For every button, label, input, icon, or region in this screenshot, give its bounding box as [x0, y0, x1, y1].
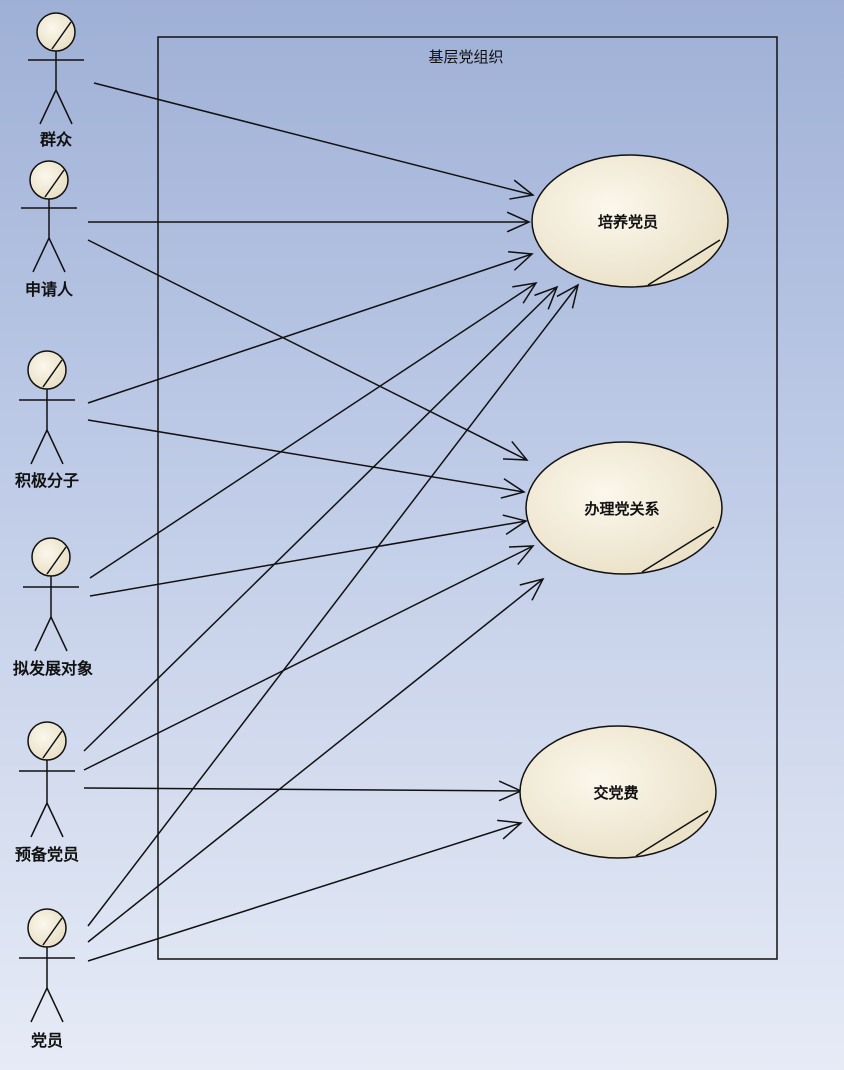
actor-head-icon — [27, 721, 67, 761]
arrowhead-icon — [506, 211, 531, 233]
association-yubei-peiyang — [83, 285, 559, 752]
arrowhead-icon — [519, 577, 545, 601]
usecase-banli[interactable]: 办理党关系 — [525, 441, 723, 575]
actor-head-icon — [29, 160, 69, 200]
arrowhead-icon — [500, 478, 526, 499]
actor-label: 党员 — [31, 1031, 63, 1050]
association-yubei-banli — [83, 545, 535, 771]
association-yubei-jiaodangfei — [83, 780, 523, 802]
usecase-jiaodangfei[interactable]: 交党费 — [519, 725, 717, 859]
association-shenqingren-banli — [87, 239, 529, 461]
association-jijifenzi-banli — [87, 419, 526, 499]
arrowhead-icon — [502, 514, 528, 535]
arrowhead-icon — [508, 545, 535, 566]
usecase-peiyang[interactable]: 培养党员 — [531, 154, 729, 288]
usecase-label: 交党费 — [593, 784, 638, 802]
actor-shenqingren[interactable]: 申请人 — [21, 160, 77, 299]
actor-jijifenzi[interactable]: 积极分子 — [15, 350, 79, 490]
actor-qunzhong[interactable]: 群众 — [28, 12, 84, 149]
arrowhead-icon — [534, 285, 559, 310]
actor-head-icon — [27, 350, 67, 390]
arrowhead-icon — [556, 283, 580, 309]
system-boundary-title: 基层党组织 — [428, 48, 503, 66]
actor-head-icon — [27, 908, 67, 948]
association-shenqingren-peiyang — [88, 211, 531, 233]
actor-dangyuan[interactable]: 党员 — [19, 908, 75, 1050]
association-dangyuan-banli — [87, 577, 545, 943]
arrowhead-icon — [502, 440, 529, 461]
associations — [83, 82, 580, 962]
association-nifazhan-banli — [89, 514, 528, 597]
association-dangyuan-peiyang — [87, 283, 580, 927]
association-nifazhan-peiyang — [89, 281, 538, 579]
arrowhead-icon — [508, 250, 534, 271]
association-qunzhong-peiyang — [93, 82, 535, 200]
association-jijifenzi-peiyang — [87, 250, 534, 404]
association-dangyuan-jiaodangfei — [87, 819, 523, 962]
actor-label: 积极分子 — [15, 471, 79, 490]
actor-head-icon — [36, 12, 76, 52]
actor-nifazhan[interactable]: 拟发展对象 — [13, 537, 93, 678]
arrowhead-icon — [512, 281, 538, 304]
actor-yubei[interactable]: 预备党员 — [15, 721, 79, 864]
usecase-label: 培养党员 — [598, 213, 658, 231]
actor-label: 预备党员 — [15, 845, 79, 864]
usecase-label: 办理党关系 — [584, 500, 659, 518]
actor-label: 拟发展对象 — [13, 659, 93, 678]
actor-label: 申请人 — [25, 280, 74, 299]
arrowhead-icon — [497, 819, 523, 840]
actor-label: 群众 — [40, 130, 73, 149]
actor-head-icon — [31, 537, 71, 577]
arrowhead-icon — [509, 179, 535, 200]
system-boundary: 基层党组织 — [157, 36, 778, 960]
